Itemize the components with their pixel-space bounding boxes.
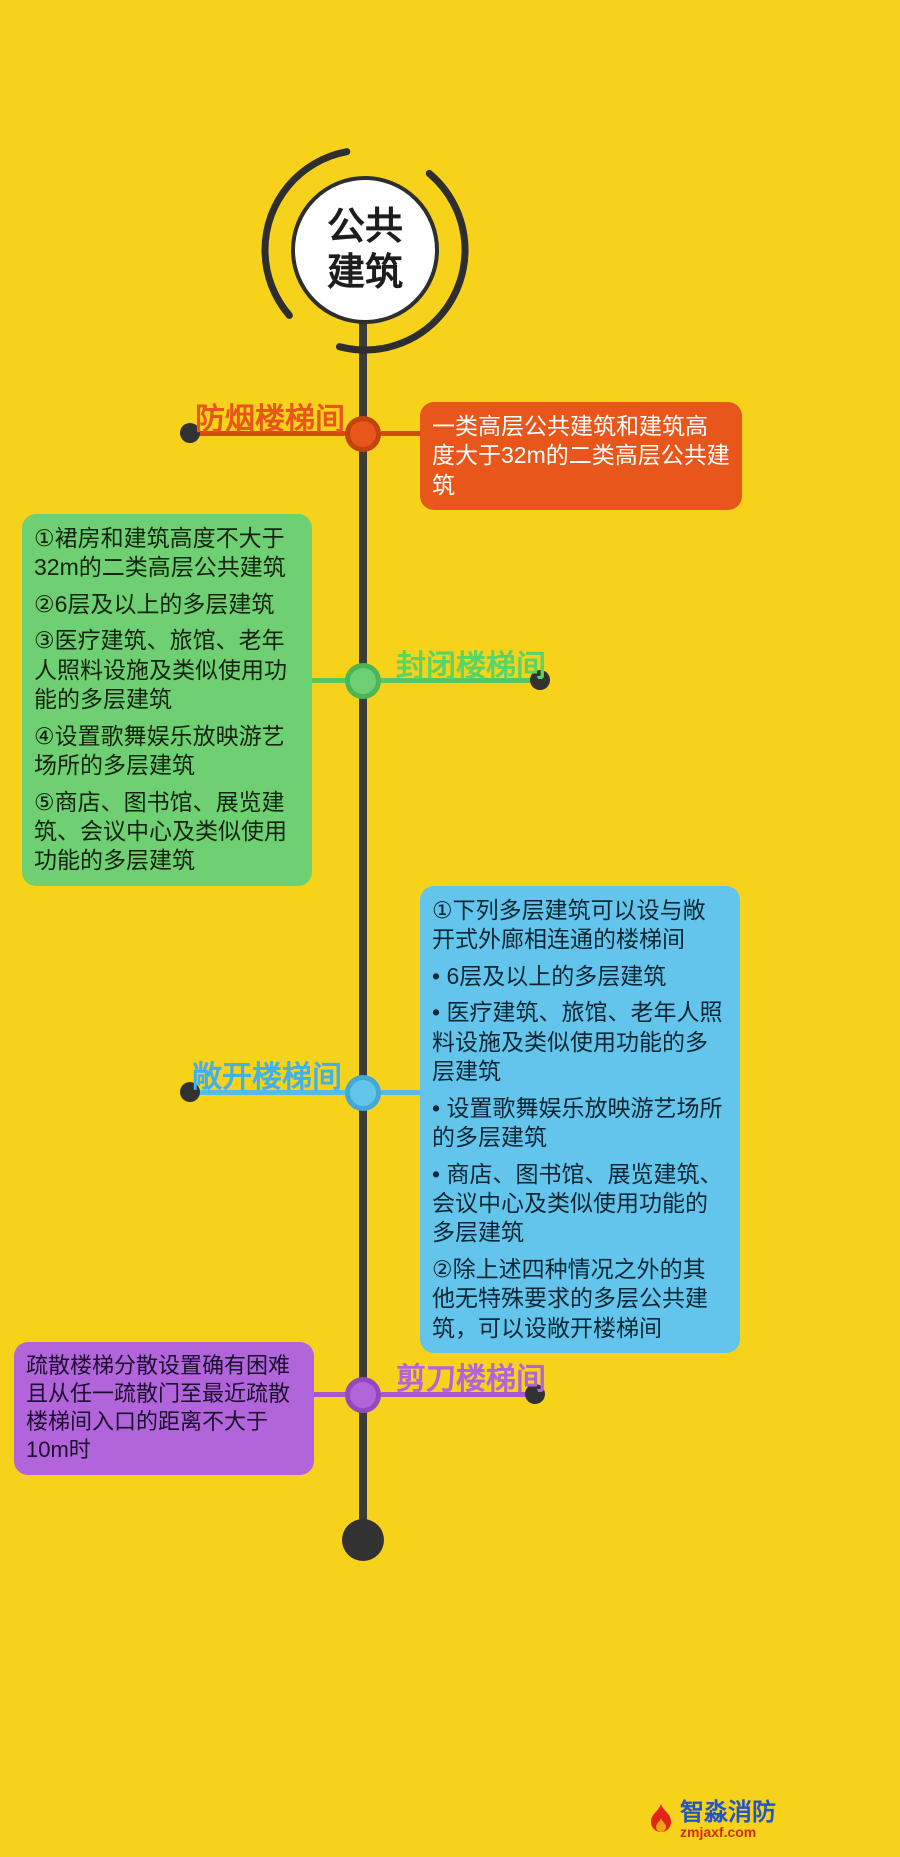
branch1-label: 防烟楼梯间 <box>195 403 345 436</box>
timeline <box>359 318 367 1548</box>
branch4-endpoint-dot <box>525 1384 545 1404</box>
branch3-endpoint-dot <box>180 1082 200 1102</box>
watermark: 智淼消防 zmjaxf.com <box>648 1800 776 1840</box>
branch3-info-box: ①下列多层建筑可以设与敞开式外廊相连通的楼梯间 • 6层及以上的多层建筑 • 医… <box>420 886 740 1354</box>
branch2-node <box>345 663 381 699</box>
branch1-item: 一类高层公共建筑和建筑高度大于32m的二类高层公共建筑 <box>432 413 730 498</box>
branch3-label: 敞开楼梯间 <box>192 1061 342 1094</box>
branch2-label: 封闭楼梯间 <box>396 650 546 683</box>
branch2-endpoint-dot <box>530 670 550 690</box>
terminal-dot <box>342 1519 384 1561</box>
branch2-item: ②6层及以上的多层建筑 <box>34 590 275 617</box>
bran3-item: • 医疗建筑、旅馆、老年人照料设施及类似使用功能的多层建筑 <box>432 999 723 1085</box>
branch2-right-connector <box>380 678 540 683</box>
brand-name: 智淼消防 <box>680 1799 776 1826</box>
flame-icon <box>651 1803 671 1832</box>
branch2-item: ⑤商店、图书馆、展览建筑、会议中心及类似使用功能的多层建筑 <box>34 788 287 874</box>
root-arc-decoration <box>261 146 469 354</box>
watermark-text: 智淼消防 zmjaxf.com <box>680 1800 776 1840</box>
branch1-node <box>345 416 381 452</box>
branch2-left-connector <box>308 678 348 683</box>
branch3-right-connector <box>380 1090 422 1095</box>
branch2-info-box: ①裙房和建筑高度不大于32m的二类高层公共建筑 ②6层及以上的多层建筑 ③医疗建… <box>22 514 312 886</box>
brand-site: zmjaxf.com <box>680 1824 757 1841</box>
branch2-item: ③医疗建筑、旅馆、老年人照料设施及类似使用功能的多层建筑 <box>34 627 287 713</box>
branch3-node <box>345 1075 381 1111</box>
branch2-item: ①裙房和建筑高度不大于32m的二类高层公共建筑 <box>34 525 286 581</box>
branch1-info-box: 一类高层公共建筑和建筑高度大于32m的二类高层公共建筑 <box>420 402 742 511</box>
branch4-info-box: 疏散楼梯分散设置确有困难且从任一疏散门至最近疏散楼梯间入口的距离不大于10m时 <box>14 1342 314 1475</box>
branch4-right-connector <box>380 1392 535 1397</box>
branch1-left-connector <box>190 431 346 436</box>
root-node: 公共建筑 <box>291 176 439 324</box>
branch3-left-connector <box>190 1090 346 1095</box>
branch3-item: ②除上述四种情况之外的其他无特殊要求的多层公共建筑，可以设敞开楼梯间 <box>432 1255 708 1341</box>
branch3-item: • 设置歌舞娱乐放映游艺场所的多层建筑 <box>432 1094 723 1151</box>
branch3-item: • 商店、图书馆、展览建筑、会议中心及类似使用功能的多层建筑 <box>432 1160 723 1246</box>
branch1-endpoint-dot <box>180 423 200 443</box>
branch4-node <box>345 1377 381 1413</box>
root-label: 公共建筑 <box>326 205 403 294</box>
branch1-right-connector <box>380 431 422 436</box>
branch4-left-connector <box>310 1392 348 1397</box>
branch2-item: ④设置歌舞娱乐放映游艺场所的多层建筑 <box>34 722 285 779</box>
branch4-item: 疏散楼梯分散设置确有困难且从任一疏散门至最近疏散楼梯间入口的距离不大于10m时 <box>26 1353 291 1463</box>
branch3-item: ①下列多层建筑可以设与敞开式外廊相连通的楼梯间 <box>432 897 706 953</box>
branch4-label: 剪刀楼梯间 <box>396 1363 546 1396</box>
branch3-item: • 6层及以上的多层建筑 <box>432 962 667 989</box>
